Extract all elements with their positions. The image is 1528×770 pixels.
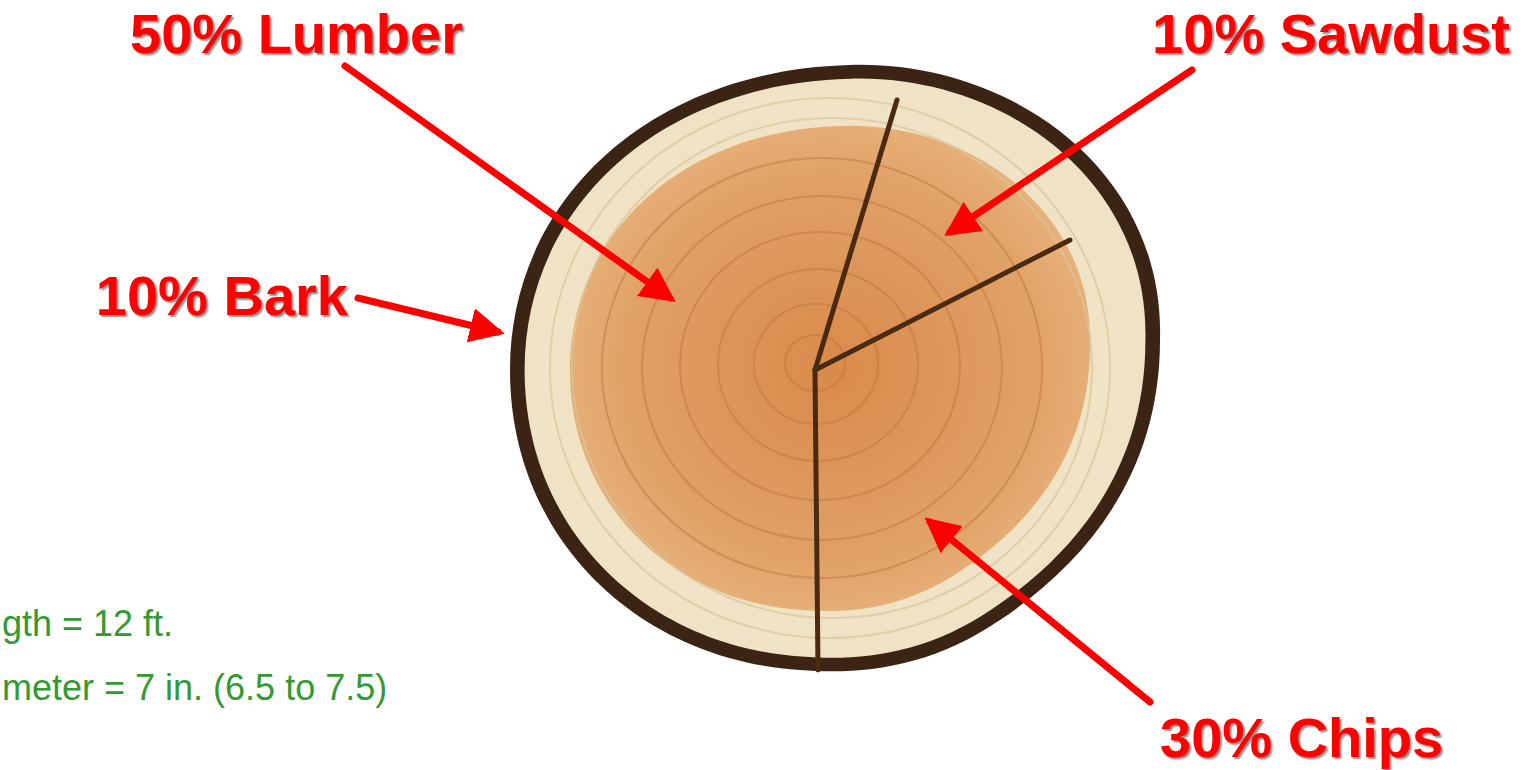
- dimension-note: gth = 12 ft.: [2, 606, 173, 642]
- cut-lines: [815, 100, 1070, 670]
- percent-label: 10% Sawdust: [1152, 6, 1510, 62]
- percent-label: 10% Bark: [96, 268, 348, 324]
- leader-arrows: [345, 66, 1192, 702]
- dimension-note: meter = 7 in. (6.5 to 7.5): [2, 670, 387, 706]
- percent-label: 30% Chips: [1160, 710, 1443, 766]
- percent-label: 50% Lumber: [130, 6, 463, 62]
